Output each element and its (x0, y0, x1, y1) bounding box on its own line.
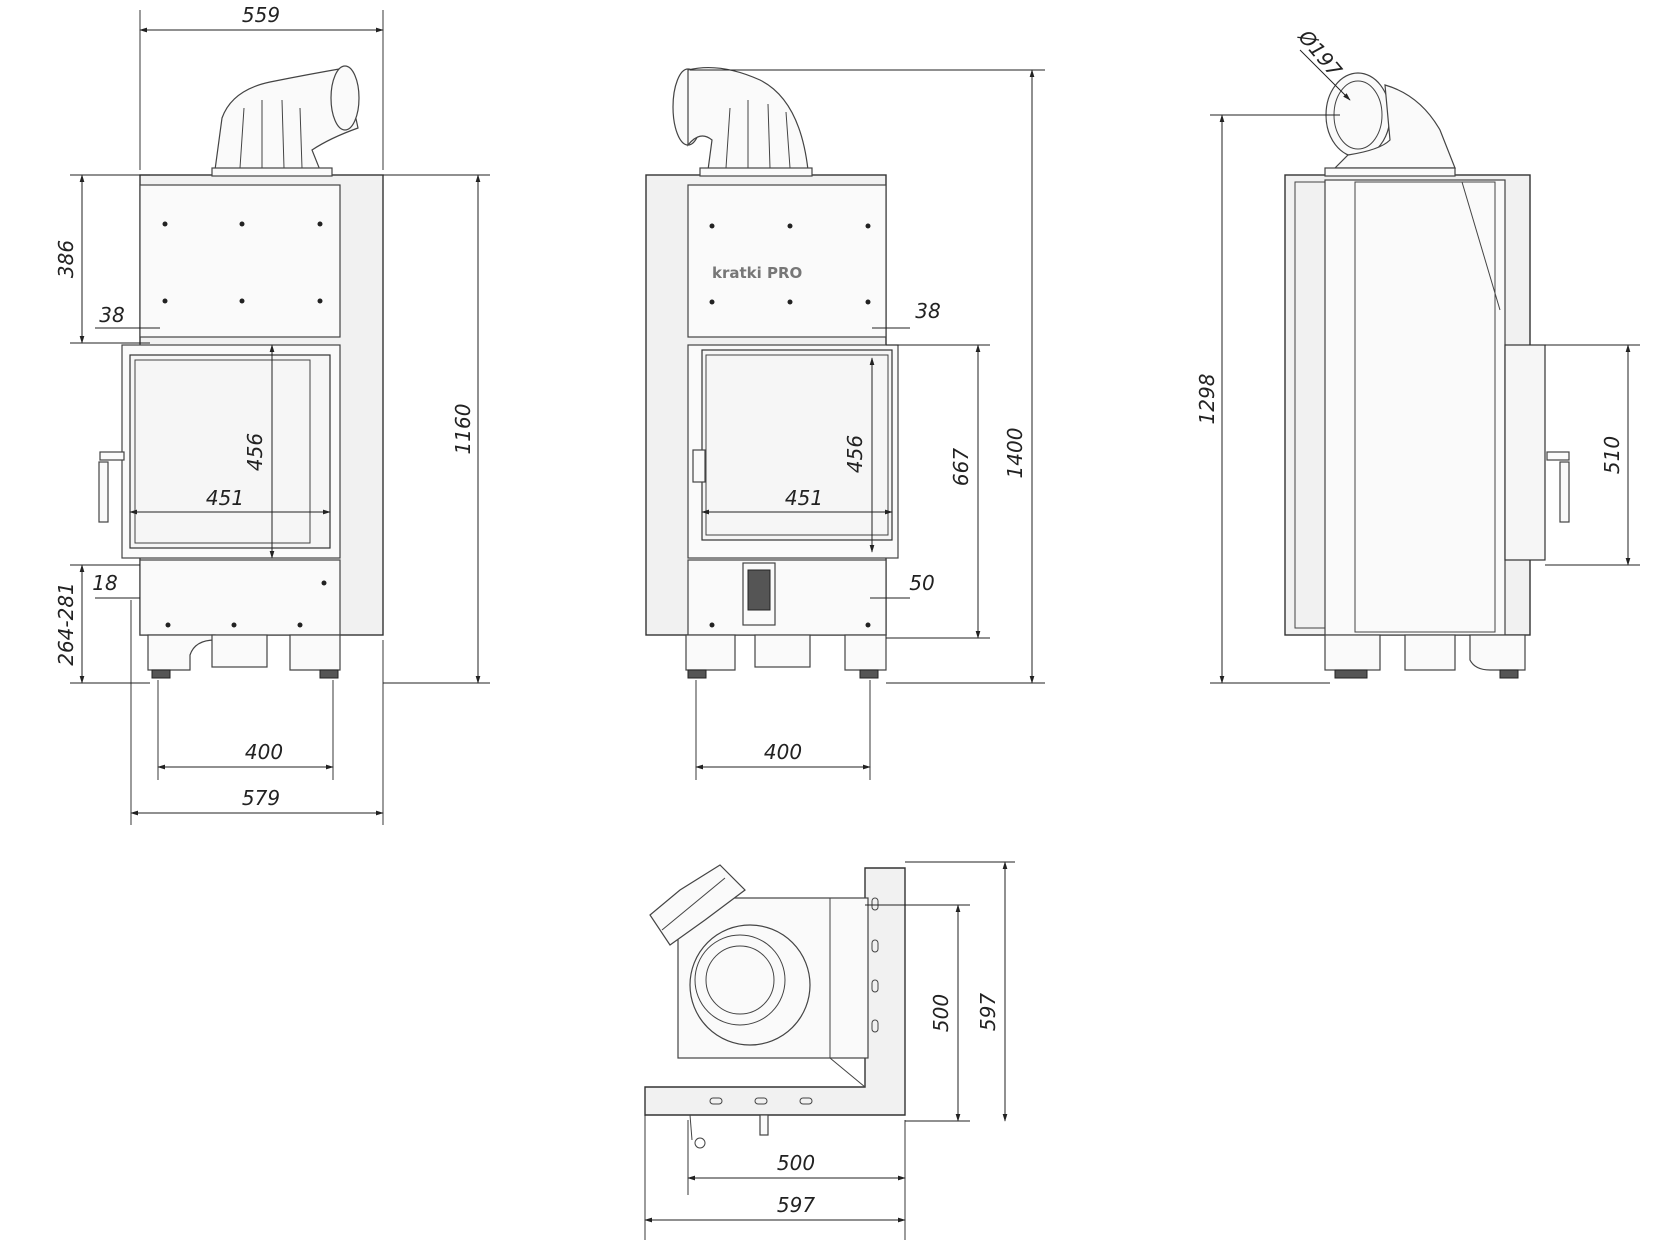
side-glass (1504, 344, 1546, 561)
corner-view: kratki PRO (645, 66, 899, 679)
svg-text:kratki PRO: kratki PRO (712, 264, 802, 282)
dim-corner-leg-spacing: 400 (764, 740, 802, 764)
corner-flue-elbow (672, 66, 813, 177)
dim-front-glass-width: 451 (206, 486, 244, 510)
dim-top-width-inner: 500 (777, 1151, 815, 1175)
top-view (644, 864, 906, 1149)
corner-legs (685, 634, 887, 679)
dim-corner-door-height: 667 (949, 448, 973, 486)
dim-top-depth-total: 597 (976, 993, 1000, 1031)
corner-panel-bolts (709, 223, 871, 305)
top-flue-elbow (649, 864, 746, 946)
dim-side-total-height: 1298 (1195, 374, 1219, 425)
front-door-handle (98, 451, 125, 523)
dim-front-frame-offset: 38 (99, 303, 124, 327)
dim-corner-glass-width: 451 (785, 486, 823, 510)
dim-front-bottom-offset: 18 (92, 571, 117, 595)
dim-corner-total-height: 1400 (1003, 428, 1027, 479)
side-flue-elbow (1324, 72, 1456, 177)
dim-front-upper-height: 386 (54, 240, 78, 278)
corner-dimensions: 1400 38 667 456 451 50 400 (690, 69, 1045, 780)
side-inner-panel (1324, 179, 1506, 636)
dim-top-depth-inner: 500 (929, 994, 953, 1032)
front-panel-bolts (162, 221, 323, 304)
side-door-handle (1546, 451, 1570, 523)
front-upper-panel (139, 184, 341, 338)
dim-front-leg-spacing: 400 (245, 740, 283, 764)
corner-lower-panel (687, 559, 887, 636)
front-dimensions: 559 386 38 456 451 1160 18 264-281 400 5… (54, 3, 490, 825)
corner-door-handle (692, 449, 706, 483)
front-legs (147, 634, 341, 679)
top-side-slots (709, 897, 879, 1105)
brand-logo: kratki PRO (712, 264, 802, 282)
dim-side-glass-height: 510 (1600, 436, 1624, 474)
dim-front-total-width: 579 (242, 786, 280, 810)
top-dimensions: 500 597 500 597 (644, 861, 1015, 1240)
dim-corner-frame-offset: 38 (915, 299, 940, 323)
corner-upper-panel (687, 184, 887, 338)
dim-front-top-width: 559 (242, 3, 280, 27)
front-flue-elbow (211, 65, 360, 177)
dim-corner-glass-height: 456 (843, 435, 867, 473)
top-flue-ring (689, 924, 811, 1046)
dim-top-width-total: 597 (777, 1193, 815, 1217)
dim-front-glass-height: 456 (243, 433, 267, 471)
front-glass (129, 354, 331, 549)
corner-glass (701, 349, 893, 541)
dim-side-flue-diameter: Ø197 (1293, 24, 1347, 82)
dim-corner-side-offset: 50 (909, 571, 934, 595)
side-view (1284, 72, 1570, 679)
dim-front-leg-height: 264-281 (54, 582, 78, 666)
side-legs (1324, 634, 1526, 679)
top-handle (689, 1114, 769, 1149)
dim-front-total-height: 1160 (451, 404, 475, 455)
front-view (98, 65, 384, 679)
